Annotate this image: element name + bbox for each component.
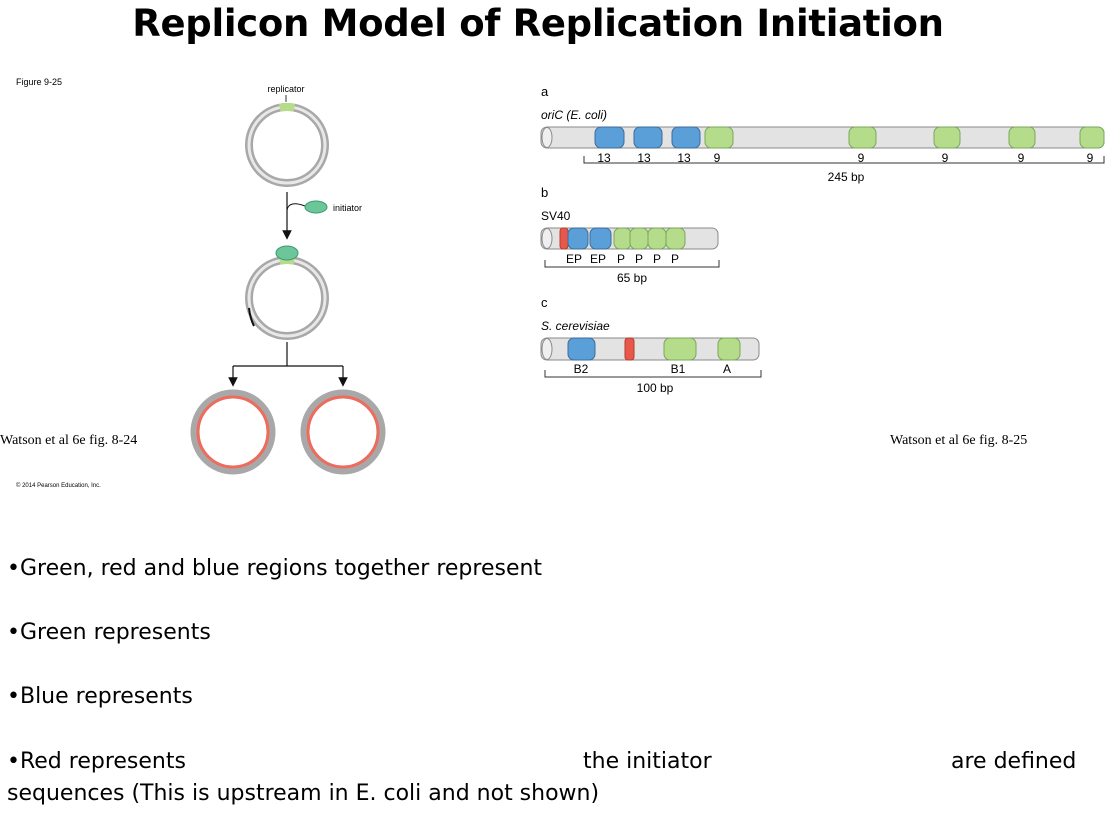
citation-left: Watson et al 6e fig. 8-24 <box>0 433 138 448</box>
bullet-green-red-blue: •Green, red and blue regions together re… <box>7 556 543 581</box>
panel-a-letter: a <box>541 84 549 99</box>
yeast-length-bracket <box>544 370 762 378</box>
yeast-a <box>717 337 741 361</box>
panel-c-name: S. cerevisiae <box>541 319 610 333</box>
sv40-p-3 <box>647 227 667 250</box>
sv40-label: EP <box>590 252 606 266</box>
bullet-green: •Green represents <box>7 620 211 645</box>
plasmid-with-replicator <box>245 102 329 187</box>
oric-cylinder <box>540 126 1105 149</box>
bullet-red-fragment-defined: are defined <box>951 749 1077 774</box>
daughter-plasmid-left <box>190 389 276 475</box>
sv40-ep-2 <box>589 227 612 250</box>
oric-label: 9 <box>1087 151 1094 165</box>
sv40-label: P <box>617 252 625 266</box>
oric-label: 13 <box>677 151 691 165</box>
sv40-p-2 <box>629 227 649 250</box>
oric-length: 245 bp <box>828 170 865 184</box>
sv40-label: P <box>671 252 679 266</box>
initiator-label: initiator <box>333 203 362 213</box>
oric-9mer-2 <box>848 126 877 149</box>
sv40-label: P <box>635 252 643 266</box>
panel-b-name: SV40 <box>541 209 571 223</box>
yeast-length: 100 bp <box>637 381 674 395</box>
sv40-label: P <box>653 252 661 266</box>
replication-start-mark <box>248 307 255 327</box>
sv40-length-bracket <box>544 260 720 268</box>
yeast-label: A <box>723 362 731 376</box>
sv40-ep-1 <box>567 227 589 250</box>
oric-label: 9 <box>942 151 949 165</box>
oric-9mer-1 <box>704 126 734 149</box>
bullet-red-fragment-initiator: the initiator <box>583 749 712 774</box>
yeast-b1 <box>663 337 697 361</box>
bullet-red: •Red represents <box>7 749 186 774</box>
replicon-model-diagram: replicator initiator <box>190 84 386 475</box>
bullet-red-continuation: sequences (This is upstream in E. coli a… <box>7 781 600 806</box>
oric-label: 9 <box>858 151 865 165</box>
replicator-site <box>278 102 296 112</box>
oric-13mer-1 <box>594 126 625 149</box>
sv40-length: 65 bp <box>617 271 647 285</box>
oric-9mer-5 <box>1079 126 1105 149</box>
bound-initiator <box>275 245 299 261</box>
yeast-label: B1 <box>671 362 686 376</box>
origin-sequences-diagram: a oriC (E. coli) 13 13 13 9 9 9 9 9 245 … <box>540 84 1105 395</box>
initiator-curve <box>286 203 306 211</box>
oric-length-bracket <box>583 156 1105 164</box>
oric-label: 13 <box>597 151 611 165</box>
oric-9mer-3 <box>933 126 961 149</box>
plasmid-with-bound-initiator <box>245 245 329 340</box>
oric-13mer-2 <box>633 126 663 149</box>
copyright-notice: © 2014 Pearson Education, Inc. <box>16 483 101 489</box>
sv40-red-region <box>559 227 569 250</box>
replicator-label: replicator <box>267 84 304 94</box>
sv40-p-4 <box>665 227 686 250</box>
yeast-label: B2 <box>574 362 589 376</box>
panel-c-letter: c <box>541 295 548 310</box>
sv40-label: EP <box>566 252 582 266</box>
daughter-plasmid-right <box>300 389 386 475</box>
figure-label: Figure 9-25 <box>16 77 63 87</box>
bullet-blue: •Blue represents <box>7 684 193 709</box>
oric-13mer-3 <box>671 126 701 149</box>
oric-label: 9 <box>1018 151 1025 165</box>
yeast-b2 <box>567 337 596 361</box>
oric-label: 9 <box>714 151 721 165</box>
oric-label: 13 <box>637 151 651 165</box>
yeast-red-region <box>624 337 635 361</box>
oric-9mer-4 <box>1008 126 1036 149</box>
sv40-p-1 <box>613 227 632 250</box>
yeast-cylinder <box>540 337 760 361</box>
sv40-cylinder <box>540 227 719 250</box>
panel-b-letter: b <box>541 185 548 200</box>
panel-a-name: oriC (E. coli) <box>541 108 607 122</box>
citation-right: Watson et al 6e fig. 8-25 <box>890 433 1028 448</box>
slide-title: Replicon Model of Replication Initiation <box>132 2 944 45</box>
initiator-protein <box>304 200 328 214</box>
